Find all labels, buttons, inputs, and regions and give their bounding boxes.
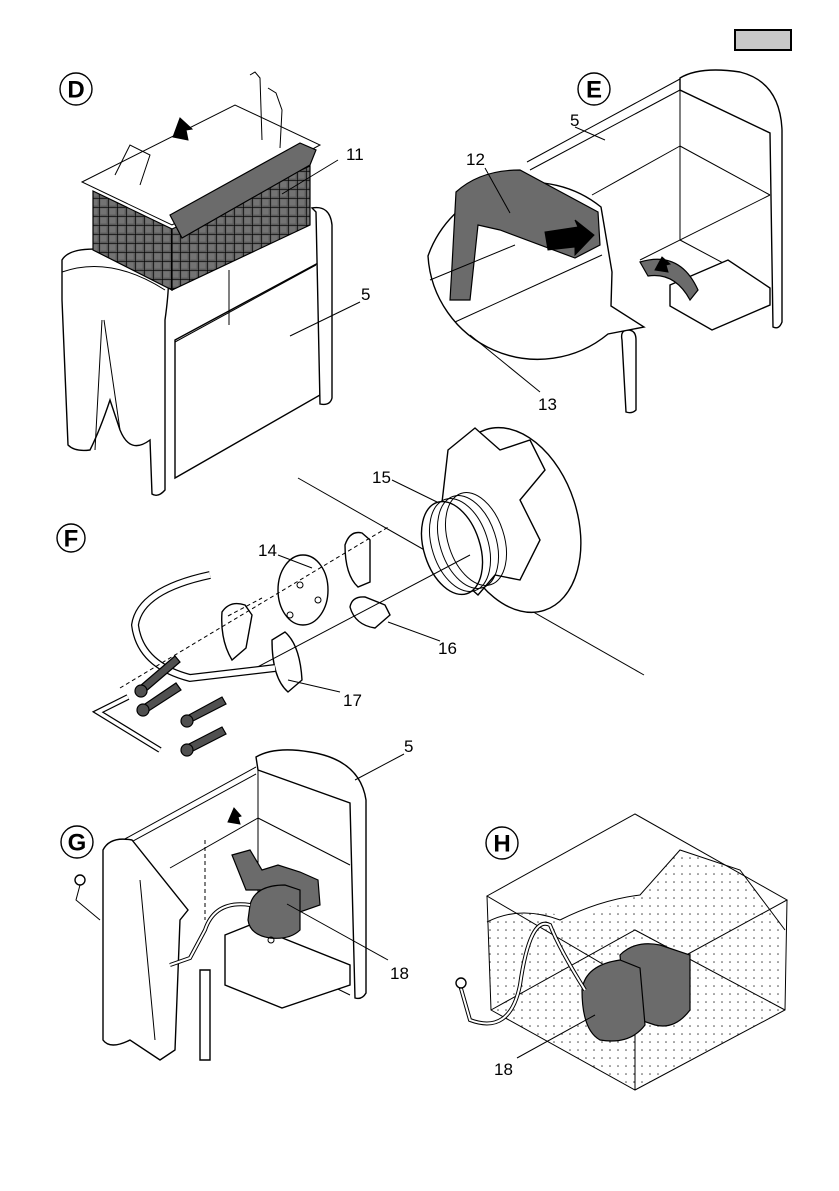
pump-18-h [581, 943, 691, 1042]
plug-h-icon [455, 977, 467, 989]
step-d-label: D [67, 77, 84, 104]
step-h: H 18 [455, 813, 789, 1091]
step-h-badge [485, 826, 519, 860]
callout-17: 17 [343, 691, 362, 710]
step-d-badge [59, 72, 93, 106]
lift-arrow-icon [172, 117, 194, 141]
step-h-label: H [493, 831, 510, 858]
step-g-label: G [68, 830, 87, 857]
fryer-housing-d [61, 206, 333, 497]
callout-15: 15 [372, 468, 391, 487]
screws [134, 655, 227, 757]
callout-13: 13 [538, 395, 557, 414]
step-e-badge [577, 72, 611, 106]
lift-arrow-g-icon [227, 807, 242, 825]
step-f-badge [56, 523, 86, 553]
clamp-half-upper [344, 531, 371, 588]
detail-magnifier [427, 169, 646, 361]
page-section-tab [734, 29, 792, 51]
gasket-disc-14 [277, 554, 329, 626]
step-g: G 5 18 [60, 737, 413, 1061]
callout-5-d: 5 [361, 285, 370, 304]
fryer-housing-g [102, 749, 367, 1061]
basket-cover [169, 142, 317, 239]
callout-5-g: 5 [404, 737, 413, 756]
step-e: E 5 12 13 [427, 69, 783, 414]
step-f-label: F [64, 526, 79, 553]
callout-12: 12 [466, 150, 485, 169]
callout-11: 11 [346, 145, 364, 164]
callout-18-h: 18 [494, 1060, 513, 1079]
step-g-badge [60, 825, 94, 859]
callout-14: 14 [258, 541, 277, 560]
pump-bracket [639, 258, 699, 302]
clamp-half-16 [349, 596, 391, 629]
step-f: F [56, 426, 645, 757]
fryer-basket [80, 71, 322, 291]
threaded-flange [420, 426, 582, 614]
clamp-plate-17 [271, 631, 303, 693]
lift-arrow-e-icon [654, 256, 672, 273]
fryer-housing-e [526, 69, 783, 414]
slide-arrow-icon [544, 219, 595, 257]
callout-5-e: 5 [570, 111, 579, 130]
step-d: D 11 5 [59, 71, 370, 497]
callout-16: 16 [438, 639, 457, 658]
plug-g-icon [74, 874, 86, 886]
clamp-plate-left [221, 602, 253, 662]
pump-18-g [231, 849, 321, 944]
step-e-label: E [586, 77, 602, 104]
callout-18-g: 18 [390, 964, 409, 983]
